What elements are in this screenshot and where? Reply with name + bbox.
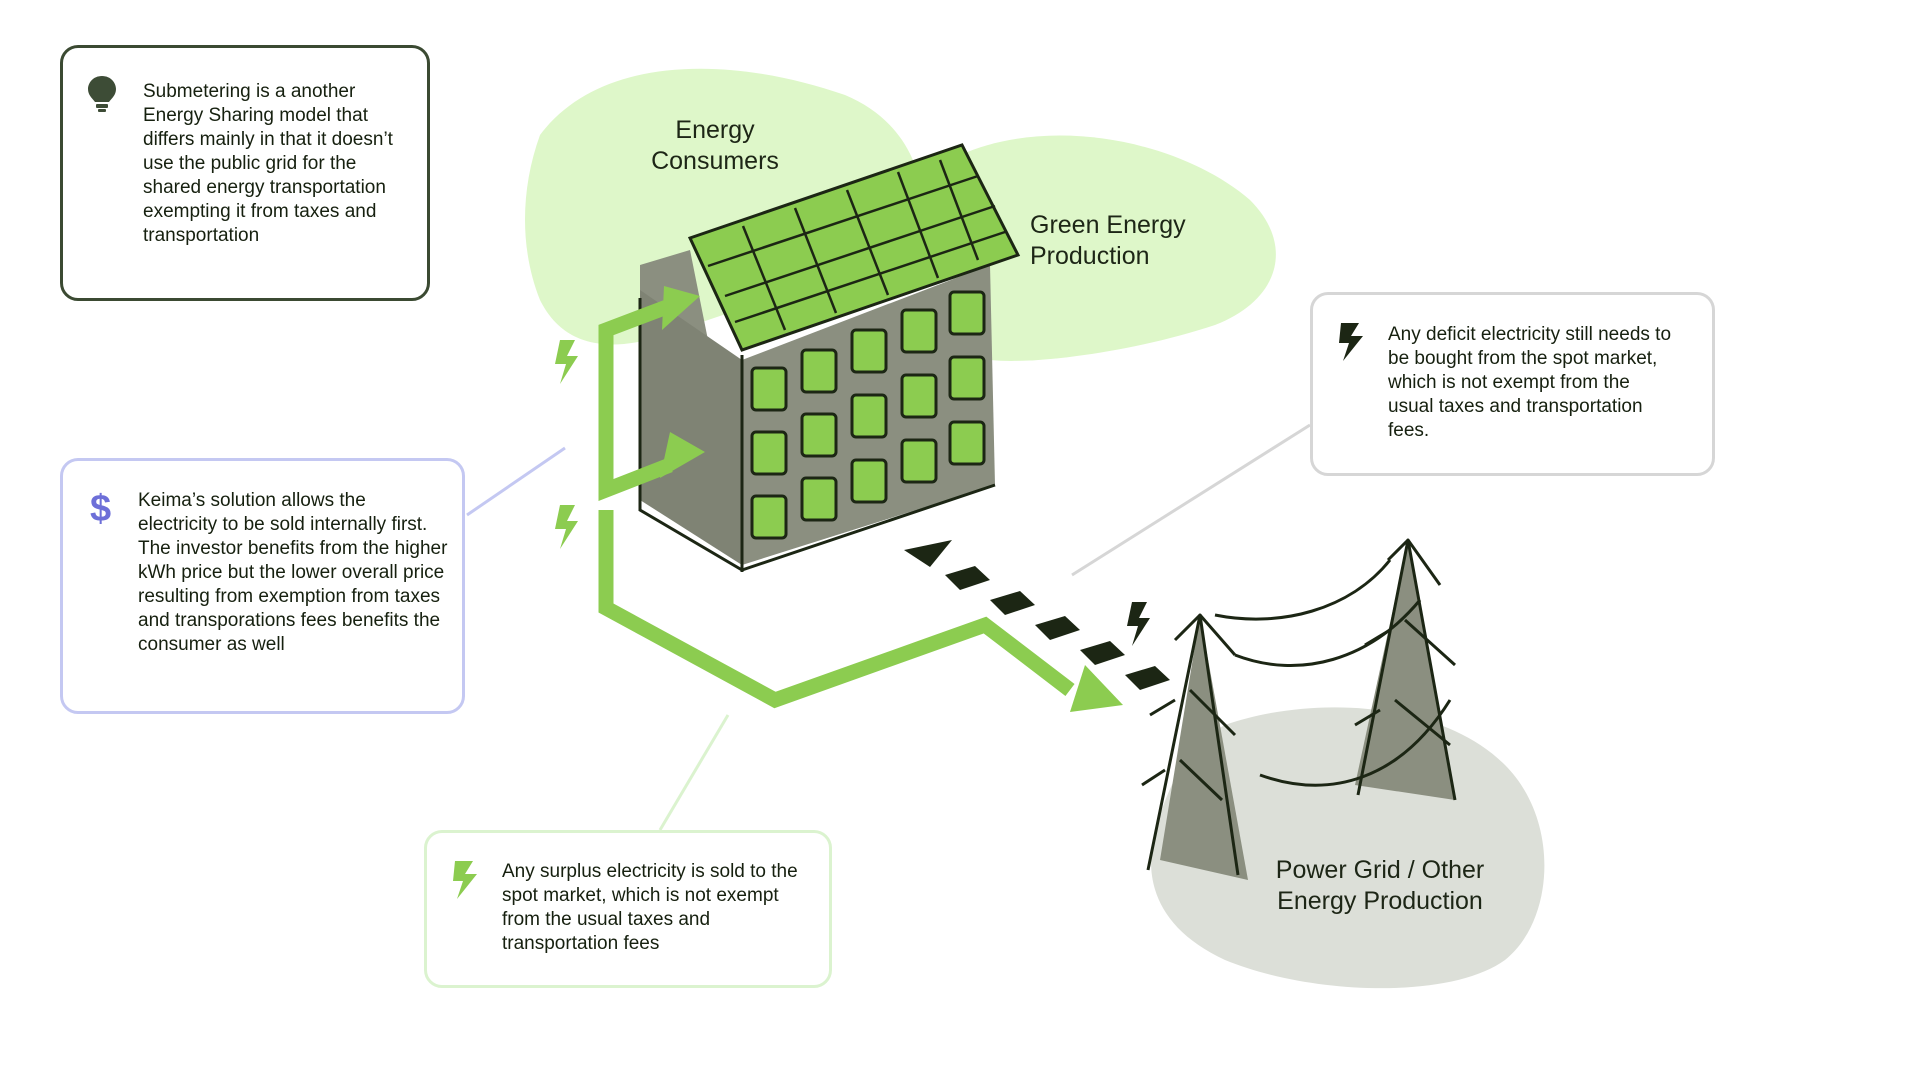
lightbulb-icon — [88, 76, 116, 112]
dollar-icon: $ — [90, 488, 111, 527]
solution-callout: $ Keima’s solution allows the electricit… — [60, 458, 465, 714]
surplus-connector-line — [658, 714, 730, 831]
middle-flow-arrow — [598, 355, 673, 501]
surplus-flow-path — [598, 510, 1075, 709]
solar-panel-grid — [707, 159, 1006, 331]
surplus-text: Any surplus electricity is sold to the s… — [502, 861, 798, 954]
svg-text:$: $ — [90, 488, 111, 527]
top-flow-arrow — [598, 294, 683, 355]
middle-flow-arrowhead — [660, 432, 705, 478]
building-outline — [638, 298, 996, 572]
lightning-bolt-icon — [1339, 323, 1363, 361]
lightning-bolt-icon — [555, 340, 578, 549]
lightning-bolt-icon — [1127, 602, 1150, 646]
green-energy-production-label: Green Energy Production — [1030, 211, 1186, 270]
submetering-callout: Submetering is a another Energy Sharing … — [60, 45, 430, 301]
energy-consumers-label: Energy Consumers — [651, 116, 779, 175]
power-grid-label: Power Grid / Other Energy Production — [1275, 856, 1485, 915]
lightning-bolt-icon — [453, 861, 477, 899]
solution-connector-line — [466, 446, 566, 517]
power-pylons — [1141, 538, 1457, 880]
solution-text: Keima’s solution allows the electricity … — [138, 490, 448, 655]
top-flow-arrowhead — [662, 286, 700, 330]
building-windows — [750, 290, 986, 540]
building-front-face — [640, 290, 742, 565]
deficit-text: Any deficit electricity still needs to b… — [1388, 324, 1672, 441]
deficit-connector-line — [1071, 423, 1311, 577]
submetering-text: Submetering is a another Energy Sharing … — [143, 81, 393, 246]
deficit-callout: Any deficit electricity still needs to b… — [1310, 292, 1715, 476]
surplus-flow-arrowhead — [1070, 665, 1123, 712]
surplus-callout: Any surplus electricity is sold to the s… — [424, 830, 832, 988]
internal-flow-arrows — [598, 294, 1075, 709]
deficit-flow-arrow — [904, 540, 1170, 690]
green-production-blob — [950, 135, 1276, 361]
